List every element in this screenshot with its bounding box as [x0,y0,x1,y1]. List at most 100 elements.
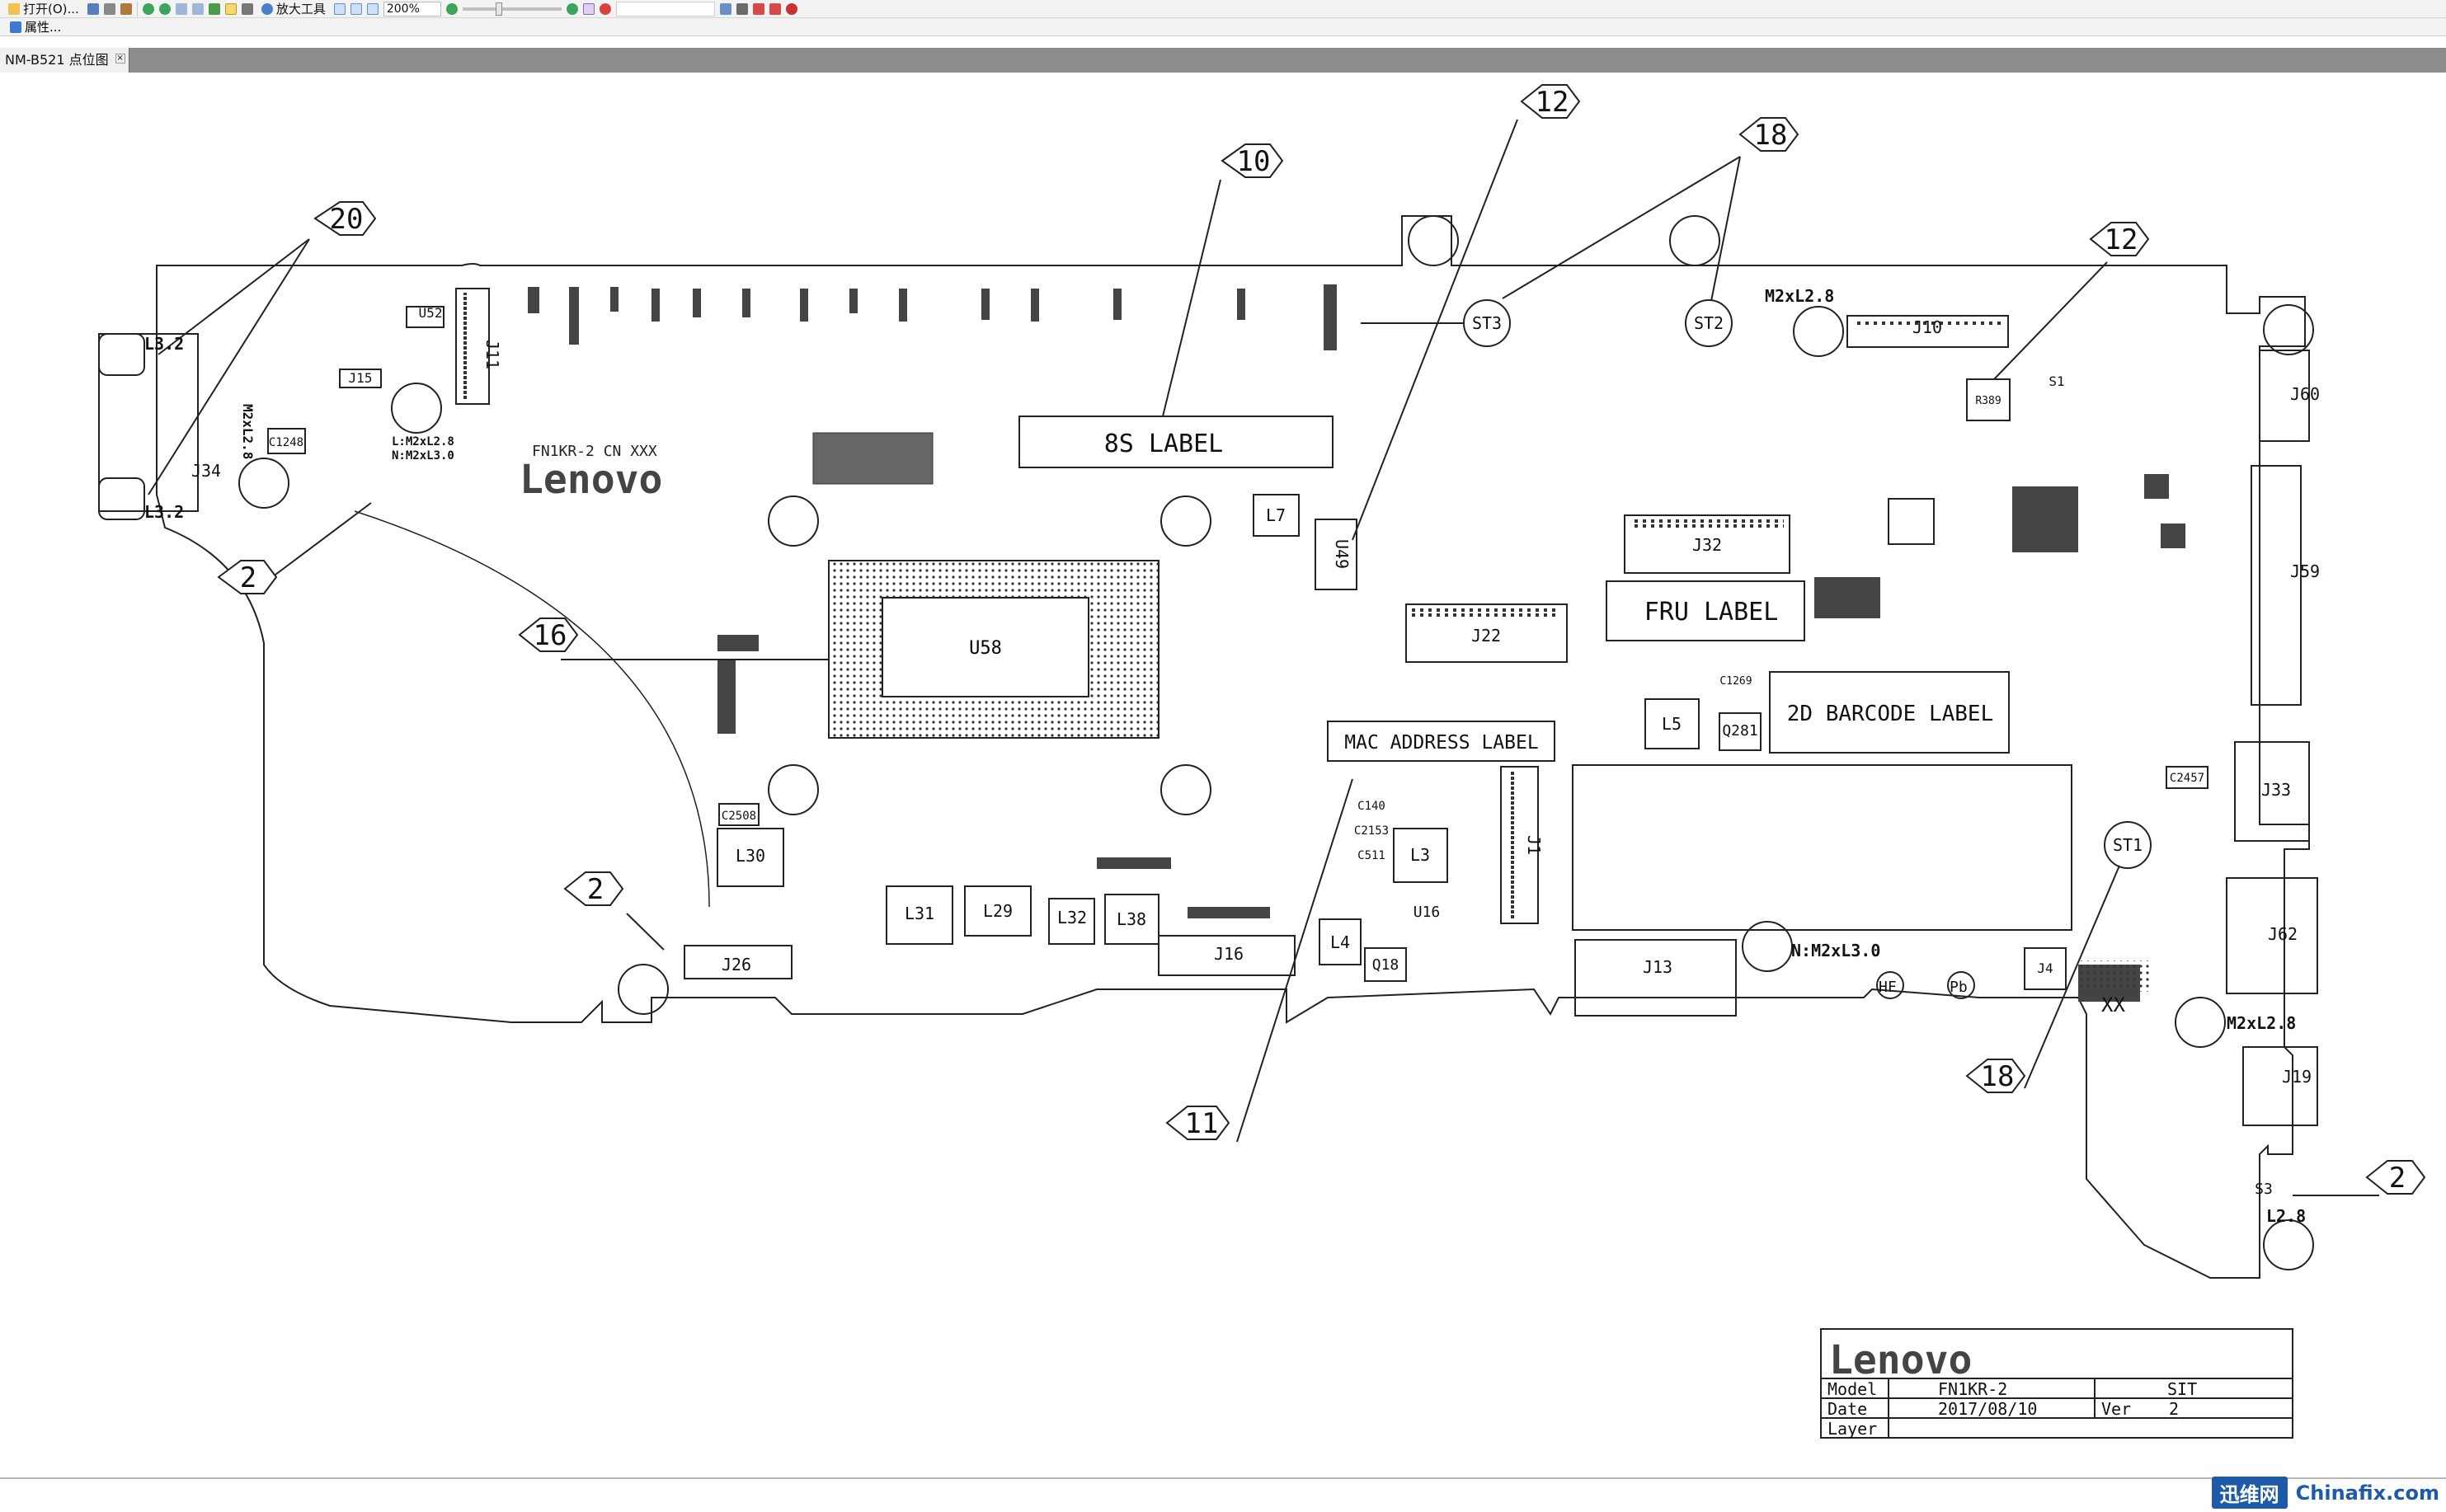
ref-j32: J32 [1692,535,1722,555]
l32-top-pad [98,333,145,376]
callout-12-right-text: 12 [2105,223,2138,256]
cpu-die [882,597,1089,697]
tab-nm-b521[interactable]: NM-B521 点位图 × [0,48,129,73]
export-icon[interactable] [120,2,132,15]
keepout-arc [354,510,710,908]
zoom-out-icon[interactable] [445,2,458,15]
select-icon[interactable] [241,2,253,15]
watermark: 迅维网 Chinafix.com [2211,1477,2439,1509]
hand-tool-icon[interactable] [224,2,237,15]
screw-hole [1793,306,1844,357]
fit-page-icon[interactable] [333,2,346,15]
ic-u192 [1888,498,1935,545]
ref-u16: U16 [1414,904,1441,921]
folder-open-icon [8,2,20,15]
ref-r389: C1269 [1719,675,1752,688]
shield-block [812,432,934,485]
layer-key: Layer [1827,1419,1877,1439]
find-icon[interactable] [719,2,731,15]
ic-u184 [1966,378,2011,421]
tab-title: NM-B521 点位图 [5,52,109,68]
ref-j16: J16 [1214,944,1244,964]
ref-j62: J62 [2268,924,2298,944]
screw-hole [1669,215,1720,266]
callout-18-top-text: 18 [1754,119,1788,152]
actual-size-icon[interactable] [366,2,379,15]
properties-button[interactable]: 属性... [7,19,64,35]
screw-hole [618,964,669,1015]
pen-icon[interactable] [752,2,764,15]
screw-l32-bottom: L3.2 [144,502,184,522]
callout-2-right [2365,1160,2426,1195]
left-connector-outline [98,333,199,512]
ref-l29: L29 [983,901,1013,921]
zoom-slider-knob[interactable] [495,2,502,16]
link-icon[interactable] [599,2,611,15]
ic-u49 [1315,519,1357,590]
ref-j4: J4 [2037,960,2053,976]
zoom-slider[interactable] [462,2,562,16]
ref-l32: L32 [1057,908,1087,927]
callout-18-bottom-text: 18 [1981,1060,2015,1093]
ref-s3: S3 [2255,1181,2273,1198]
zoom-level-input[interactable]: 200% [383,1,441,16]
label-8s-text: 8S LABEL [1104,430,1224,458]
callout-2-left-text: 2 [240,561,256,594]
ref-j13: J13 [1643,957,1672,977]
redo-icon[interactable] [191,2,204,15]
inductor-l38 [1104,894,1159,945]
st2-label: ST2 [1694,313,1724,333]
standoff-st1 [2104,821,2152,869]
sit-value: SIT [2167,1379,2197,1399]
refresh-icon[interactable] [208,2,220,15]
screw-m2-top: M2xL2.8 [1765,286,1834,306]
screw-hole [2263,1219,2314,1270]
screw-hole [768,764,819,815]
boardview-canvas[interactable]: ST3 ST2 ST1 U58 [0,76,2446,1477]
undo-icon[interactable] [175,2,187,15]
fit-width-icon[interactable] [350,2,362,15]
highlight-icon[interactable] [582,2,595,15]
screw-hole [1408,215,1459,266]
callout-10 [1221,143,1284,178]
inductor-l32 [1048,898,1095,945]
zoom-tool-button[interactable]: 放大工具 [258,1,329,17]
ref-j26: J26 [722,955,751,974]
open-button-label: 打开(O)... [23,2,79,16]
connector-j60 [2259,350,2310,442]
connector-j32 [1624,514,1790,574]
callout-11 [1165,1106,1230,1140]
search-input[interactable] [615,1,715,16]
zoom-in-icon[interactable] [566,2,578,15]
connector-j4 [2024,947,2067,990]
screw-hole [238,458,289,509]
st3-label: ST3 [1472,313,1502,333]
ref-q18: Q18 [1372,956,1399,974]
open-button[interactable]: 打开(O)... [5,1,82,17]
settings-icon[interactable] [736,2,748,15]
ref-c511: C511 [1357,849,1385,862]
label-barcode-text: 2D BARCODE LABEL [1787,702,1993,726]
back-icon[interactable] [142,2,154,15]
ref-j19: J19 [2282,1067,2312,1087]
close-icon[interactable]: × [115,54,125,63]
stop-icon[interactable] [785,2,797,15]
print-icon[interactable] [103,2,115,15]
screw-note-n: N:M2xL3.0 [392,449,454,463]
save-icon[interactable] [87,2,99,15]
screw-hole [2175,997,2226,1048]
connector-j16 [1158,935,1296,976]
board-outline [156,215,2310,1279]
connector-j59 [2251,465,2302,706]
transistor-q18 [1364,947,1407,982]
title-block [1820,1328,2293,1439]
marker-icon[interactable] [769,2,781,15]
ref-u52: U52 [419,305,443,321]
connector-j62 [2226,877,2318,994]
transistor-q281 [1719,712,1762,751]
ref-s1: S1 [2049,373,2064,389]
board-logo: Lenovo [520,457,662,503]
connector-j22 [1405,603,1568,663]
forward-icon[interactable] [158,2,171,15]
hf-mark: HF [1879,979,1897,996]
